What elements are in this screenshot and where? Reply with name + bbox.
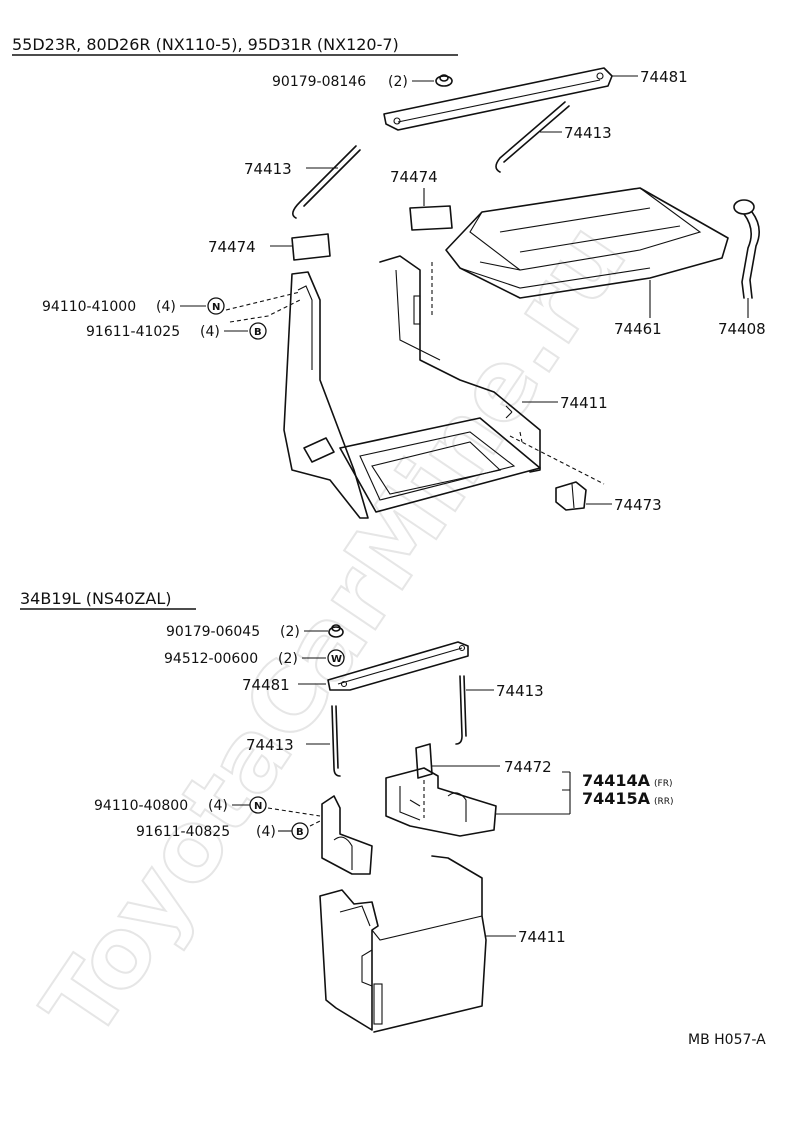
- label-74461: 74461: [614, 320, 662, 338]
- bolt-b-symbol: [249, 322, 267, 340]
- tag-fr: (FR): [654, 779, 672, 789]
- nut-icon: [328, 624, 344, 638]
- qty-90179-08146: (2): [388, 74, 408, 90]
- battery-tray: [283, 255, 541, 519]
- battery-clamp-bar: [327, 641, 469, 691]
- battery-cover: [445, 187, 729, 299]
- bracket-leader: [562, 771, 571, 814]
- label-74415A: 74415A: [582, 789, 651, 808]
- label-74413-top-right: 74413: [564, 124, 612, 142]
- qty-94110-41000: (4): [156, 299, 176, 315]
- battery-tray: [319, 855, 487, 1033]
- bolt-b-letter: B: [254, 327, 262, 338]
- qty-91611-40825: (4): [256, 824, 276, 840]
- cushion-pad-right: [409, 205, 453, 231]
- hold-down-rod-left: [292, 145, 361, 219]
- nut-n-letter: N: [254, 801, 262, 812]
- fastener-dash-guide: [267, 807, 323, 827]
- qty-90179-06045: (2): [280, 624, 300, 640]
- washer-w-symbol: [327, 649, 345, 667]
- label-74481-bottom: 74481: [242, 676, 290, 694]
- label-90179-06045: 90179-06045: [166, 624, 260, 640]
- label-74473: 74473: [614, 496, 662, 514]
- bolt-b-letter: B: [296, 827, 304, 838]
- label-74414A: 74414A: [582, 771, 651, 790]
- label-74411-top: 74411: [560, 394, 608, 412]
- qty-94110-40800: (4): [208, 798, 228, 814]
- label-91611-41025: 91611-41025: [86, 324, 180, 340]
- label-74408: 74408: [718, 320, 766, 338]
- label-74413-top-left: 74413: [244, 160, 292, 178]
- section-top: 55D23R, 80D26R (NX110-5), 95D31R (NX120-…: [12, 35, 766, 519]
- label-74411-bottom: 74411: [518, 928, 566, 946]
- label-74472: 74472: [504, 758, 552, 776]
- nut-icon: [435, 74, 453, 87]
- clip: [555, 481, 587, 511]
- label-90179-08146: 90179-08146: [272, 74, 366, 90]
- battery-clamp-bar: [383, 67, 613, 131]
- clip-dash-guide: [509, 431, 605, 485]
- cushion-pad: [415, 743, 433, 779]
- hold-down-rod-left: [331, 705, 341, 777]
- nut-n-symbol: [249, 796, 267, 814]
- qty-91611-41025: (4): [200, 324, 220, 340]
- label-74481-top: 74481: [640, 68, 688, 86]
- nut-n-symbol: [207, 297, 225, 315]
- washer-w-letter: W: [331, 654, 342, 665]
- label-74413-bottom-right: 74413: [496, 682, 544, 700]
- label-94110-41000: 94110-41000: [42, 299, 136, 315]
- battery-bracket: [385, 767, 497, 837]
- label-94110-40800: 94110-40800: [94, 798, 188, 814]
- cushion-pad-left: [291, 233, 331, 261]
- fastener-dash-guide: [225, 291, 301, 323]
- hold-down-rod-right: [455, 675, 467, 745]
- bolt-b-symbol: [291, 822, 309, 840]
- section-top-title: 55D23R, 80D26R (NX110-5), 95D31R (NX120-…: [12, 35, 399, 54]
- label-94512-00600: 94512-00600: [164, 651, 258, 667]
- qty-94512-00600: (2): [278, 651, 298, 667]
- label-74413-bottom-left: 74413: [246, 736, 294, 754]
- label-91611-40825: 91611-40825: [136, 824, 230, 840]
- figure-code: MB H057-A: [688, 1032, 766, 1048]
- label-74474-top-right: 74474: [390, 168, 438, 186]
- nut-n-letter: N: [212, 302, 220, 313]
- label-74474-top-left: 74474: [208, 238, 256, 256]
- side-bracket: [321, 795, 373, 875]
- tag-rr: (RR): [654, 797, 674, 807]
- section-bottom: 34B19L (NS40ZAL) 90179-06045 (2) 94512-0…: [20, 589, 674, 1033]
- vent-hose: [733, 199, 760, 299]
- hold-down-rod-right: [495, 101, 570, 173]
- section-bottom-title: 34B19L (NS40ZAL): [20, 589, 171, 608]
